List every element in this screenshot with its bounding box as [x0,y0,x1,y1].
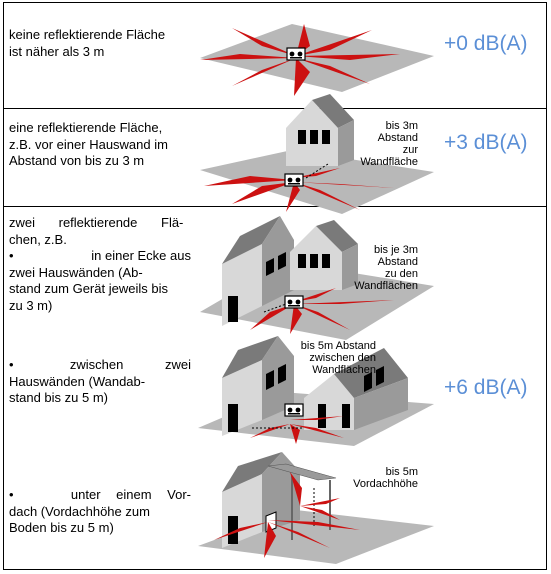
row-divider [3,206,547,207]
row3-description: zwei reflektierende Flä- chen, z.B. • in… [9,215,191,313]
bullet-item: • unter einem Vor- [9,487,191,502]
table-frame [3,2,547,570]
bullet-item: • in einer Ecke aus [9,248,191,263]
row-divider [3,108,547,109]
row1-description: keine reflektierende Fläche ist näher al… [9,27,166,59]
row2-db-value: +3 dB(A) [444,131,528,154]
scene-corner [200,216,434,340]
scene-no-reflection [200,24,434,96]
label-under-canopy: bis 5m Vordachhöhe [353,466,418,490]
scene-under-canopy [198,452,434,564]
row3-item3: • unter einem Vor- dach (Vordachhöhe zum… [9,487,191,535]
row3-db-value: +6 dB(A) [444,376,528,399]
bullet-icon: • [9,487,14,502]
label-one-wall: bis 3m Abstand zur Wandfläche [360,120,418,168]
row1-db-value: +0 dB(A) [444,32,528,55]
scene-between-walls [198,336,434,446]
label-between-walls: bis 5m Abstand zwischen den Wandflächen [300,340,376,376]
bullet-icon: • [9,357,14,372]
row3-item2: • zwischen zwei Hauswänden (Wandab- stan… [9,357,191,405]
intro-line: chen, z.B. [9,231,67,247]
label-corner: bis je 3m Abstand zu den Wandflächen [354,244,418,292]
bullet-icon: • [9,248,14,263]
row2-description: eine reflektierende Fläche, z.B. vor ein… [9,120,168,168]
bullet-item: • zwischen zwei [9,357,191,372]
intro-line: zwei reflektierende Flä- [9,215,184,230]
scene-one-wall [200,94,434,214]
